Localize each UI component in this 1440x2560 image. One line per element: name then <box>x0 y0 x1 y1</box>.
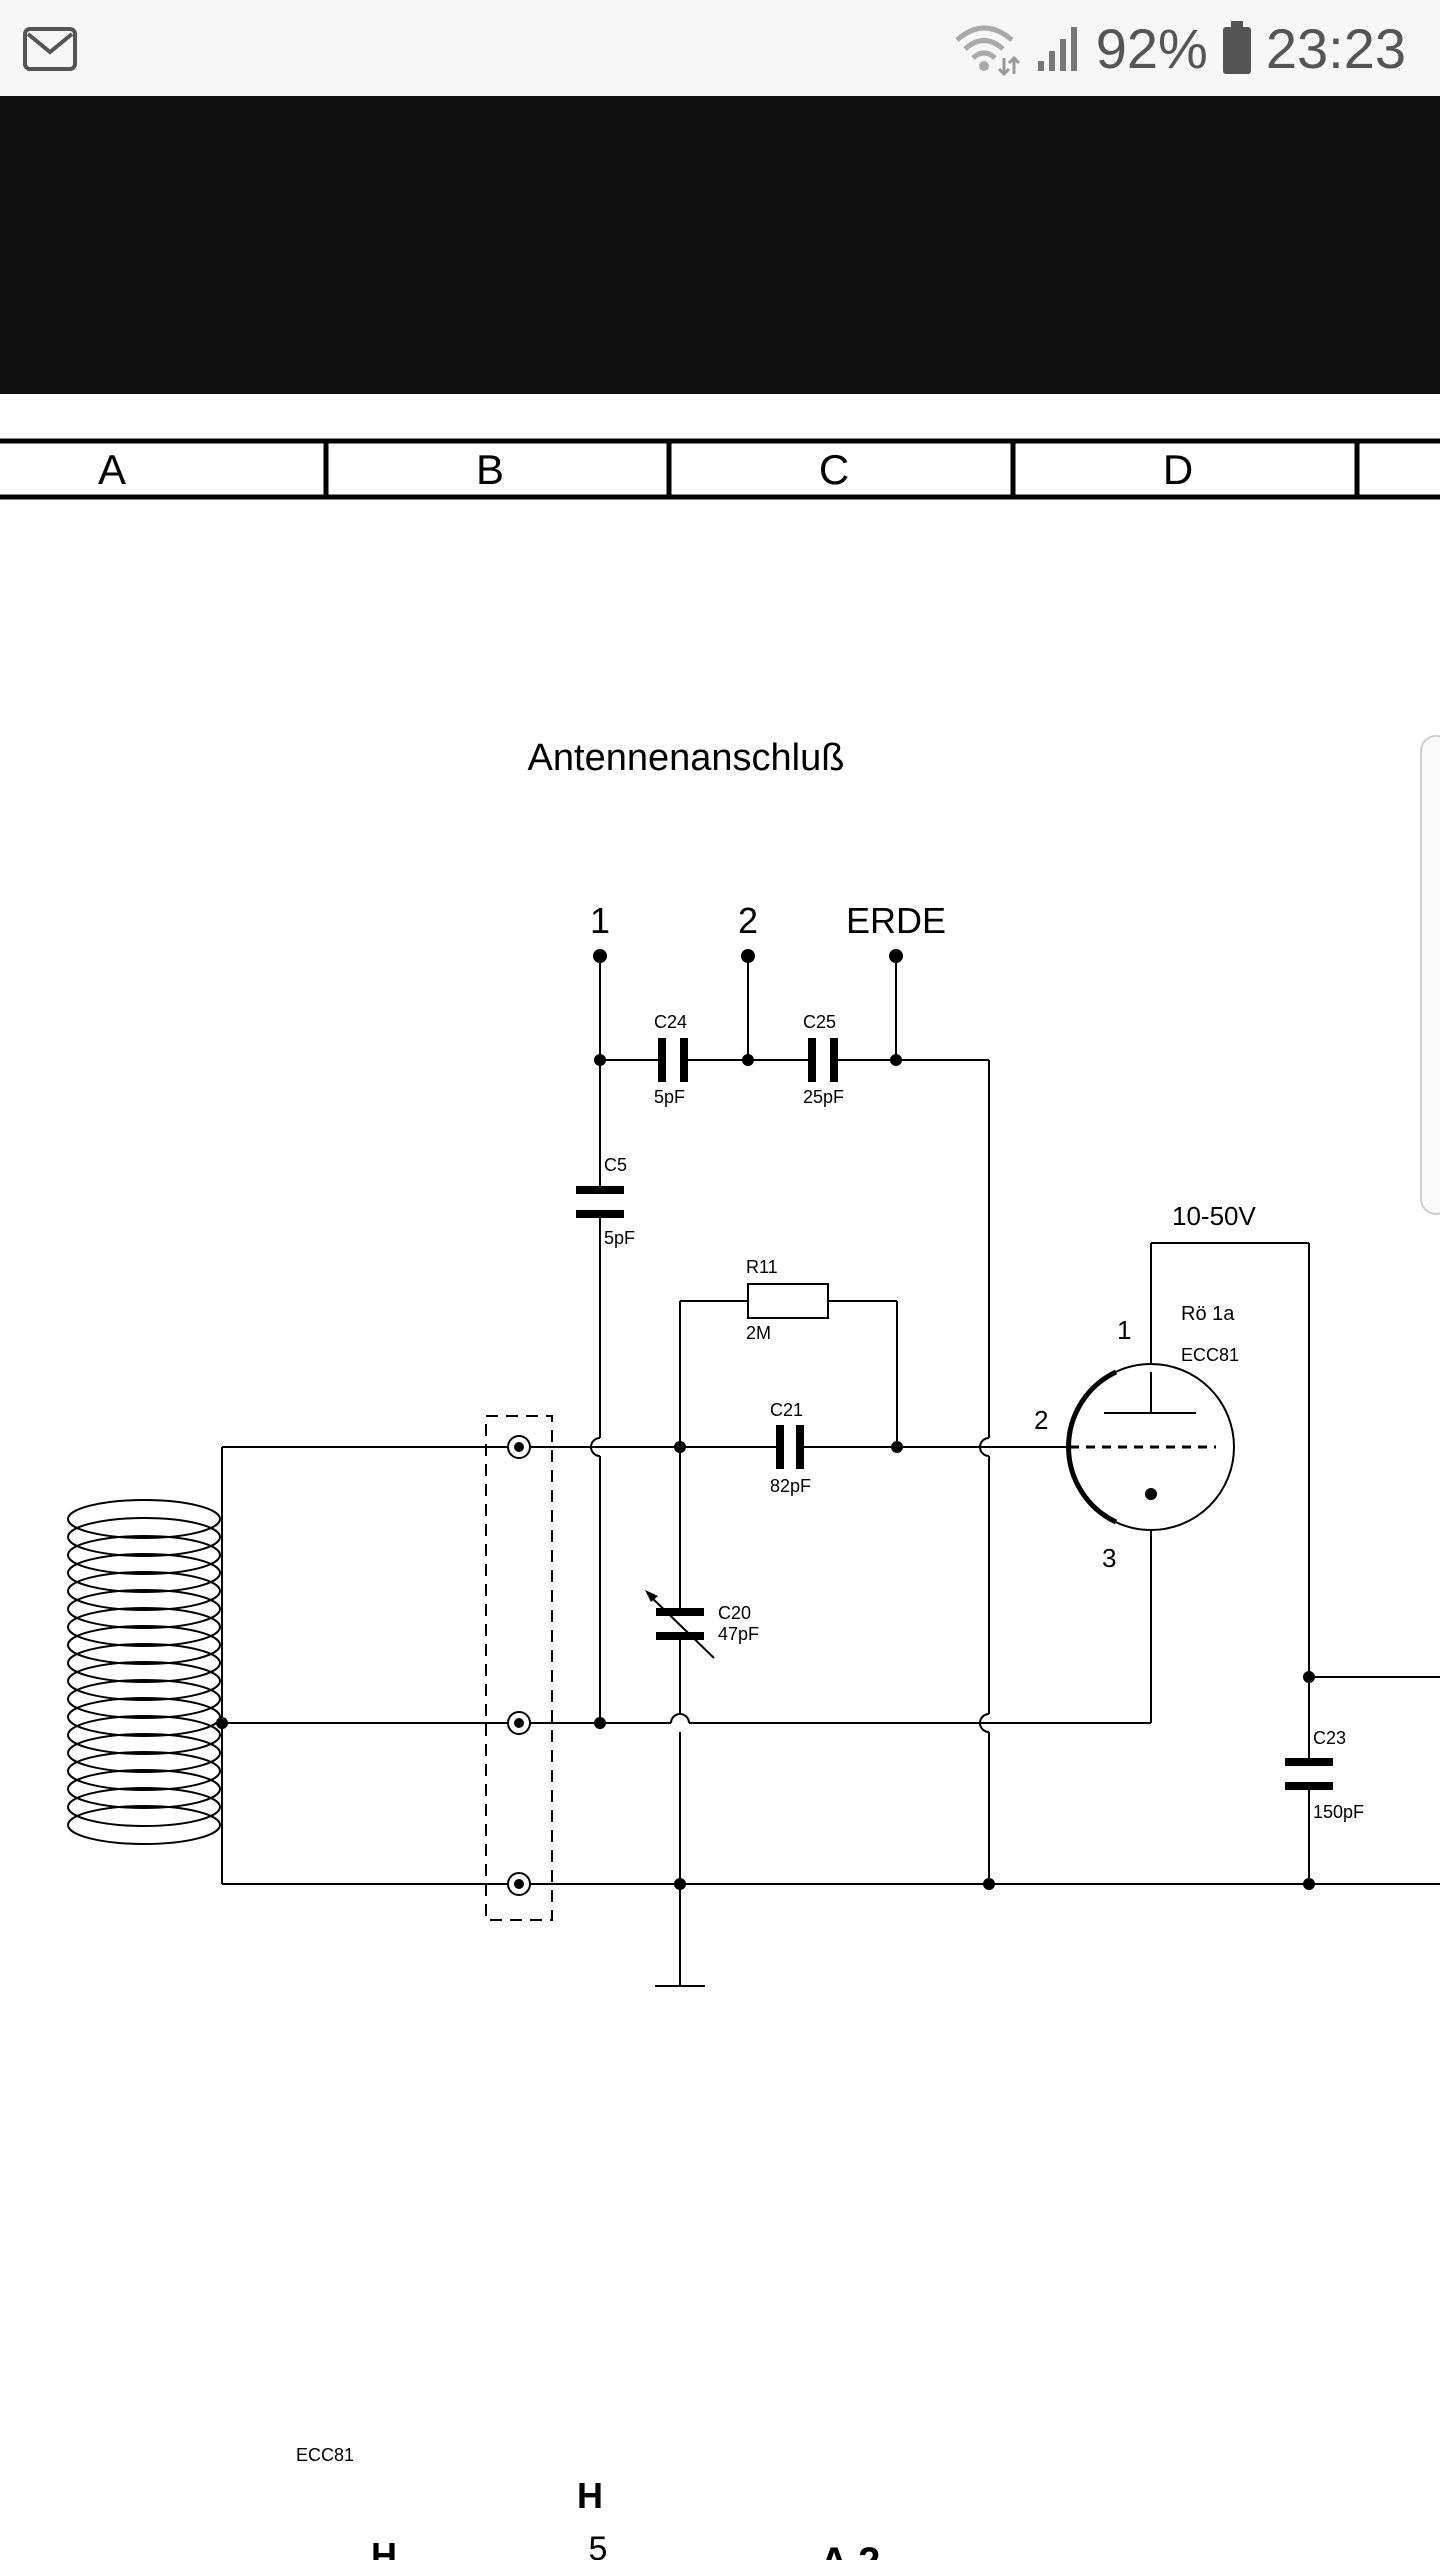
c24-label: C24 <box>654 1012 687 1032</box>
c25-value: 25pF <box>803 1087 844 1107</box>
scroll-handle[interactable] <box>1420 735 1440 1215</box>
tube-pin-2: 2 <box>1034 1405 1048 1435</box>
wifi-icon <box>955 25 1020 76</box>
terminal-label-1: 1 <box>590 900 610 941</box>
dark-header-area <box>0 96 1440 394</box>
antenna-coil[interactable] <box>67 1499 221 1845</box>
terminal-label-2: 2 <box>738 900 758 941</box>
resistor-r11[interactable]: R11 2M <box>746 1257 829 1343</box>
column-label-b: B <box>476 446 504 493</box>
terminal-label-erde: ERDE <box>846 900 946 941</box>
c5-label: C5 <box>604 1155 627 1175</box>
bottom-h-label-1: H <box>577 2475 603 2516</box>
capacitor-c5[interactable]: C5 5pF <box>576 1155 635 1248</box>
status-bar: 92% 23:23 <box>0 0 1440 96</box>
r11-label: R11 <box>746 1257 778 1277</box>
tube-pin-3: 3 <box>1102 1543 1116 1573</box>
capacitor-c23[interactable]: C23 150pF <box>1285 1728 1364 1822</box>
circuit-schematic[interactable]: A B C D Antennenanschluß <box>0 394 1440 2560</box>
vacuum-tube-ecc81[interactable]: Rö 1a ECC81 1 2 3 <box>1034 1303 1239 1573</box>
battery-percent: 92% <box>1095 16 1208 80</box>
column-label-d: D <box>1163 446 1193 493</box>
column-label-a: A <box>98 446 126 493</box>
tube-pin-1: 1 <box>1117 1315 1131 1345</box>
wiring <box>221 956 1440 1987</box>
bottom-5-label: 5 <box>589 2530 608 2560</box>
tube-type: ECC81 <box>1181 1345 1239 1365</box>
capacitor-c21[interactable]: C21 82pF <box>770 1400 811 1496</box>
variable-capacitor-c20[interactable]: C20 47pF <box>645 1590 759 1659</box>
c5-value: 5pF <box>604 1228 635 1248</box>
tube-designation: Rö 1a <box>1181 1303 1235 1325</box>
c23-label: C23 <box>1313 1728 1346 1748</box>
email-notification-icon[interactable] <box>22 26 78 72</box>
signal-icon <box>1037 27 1077 71</box>
supply-voltage-label: 10-50V <box>1172 1201 1256 1231</box>
c20-label: C20 <box>718 1603 751 1623</box>
c23-value: 150pF <box>1313 1802 1364 1822</box>
c20-value: 47pF <box>718 1624 759 1644</box>
c24-value: 5pF <box>654 1087 685 1107</box>
bottom-h-label-2: H <box>371 2535 397 2560</box>
capacitor-c25[interactable]: C25 25pF <box>803 1012 844 1107</box>
clock: 23:23 <box>1265 16 1406 80</box>
battery-icon <box>1222 21 1251 74</box>
c25-label: C25 <box>803 1012 836 1032</box>
r11-value: 2M <box>746 1323 771 1343</box>
column-header-table: A B C D <box>0 438 1440 500</box>
bottom-a2-label: A 2 <box>820 2540 881 2560</box>
capacitor-c24[interactable]: C24 5pF <box>654 1012 688 1107</box>
bottom-ecc81-label: ECC81 <box>296 2445 354 2465</box>
junction-dots <box>216 949 1315 1890</box>
column-label-c: C <box>819 446 849 493</box>
c21-label: C21 <box>770 1400 803 1420</box>
c21-value: 82pF <box>770 1476 811 1496</box>
connector-block[interactable] <box>485 1415 553 1921</box>
schematic-title: Antennenanschluß <box>528 737 845 779</box>
